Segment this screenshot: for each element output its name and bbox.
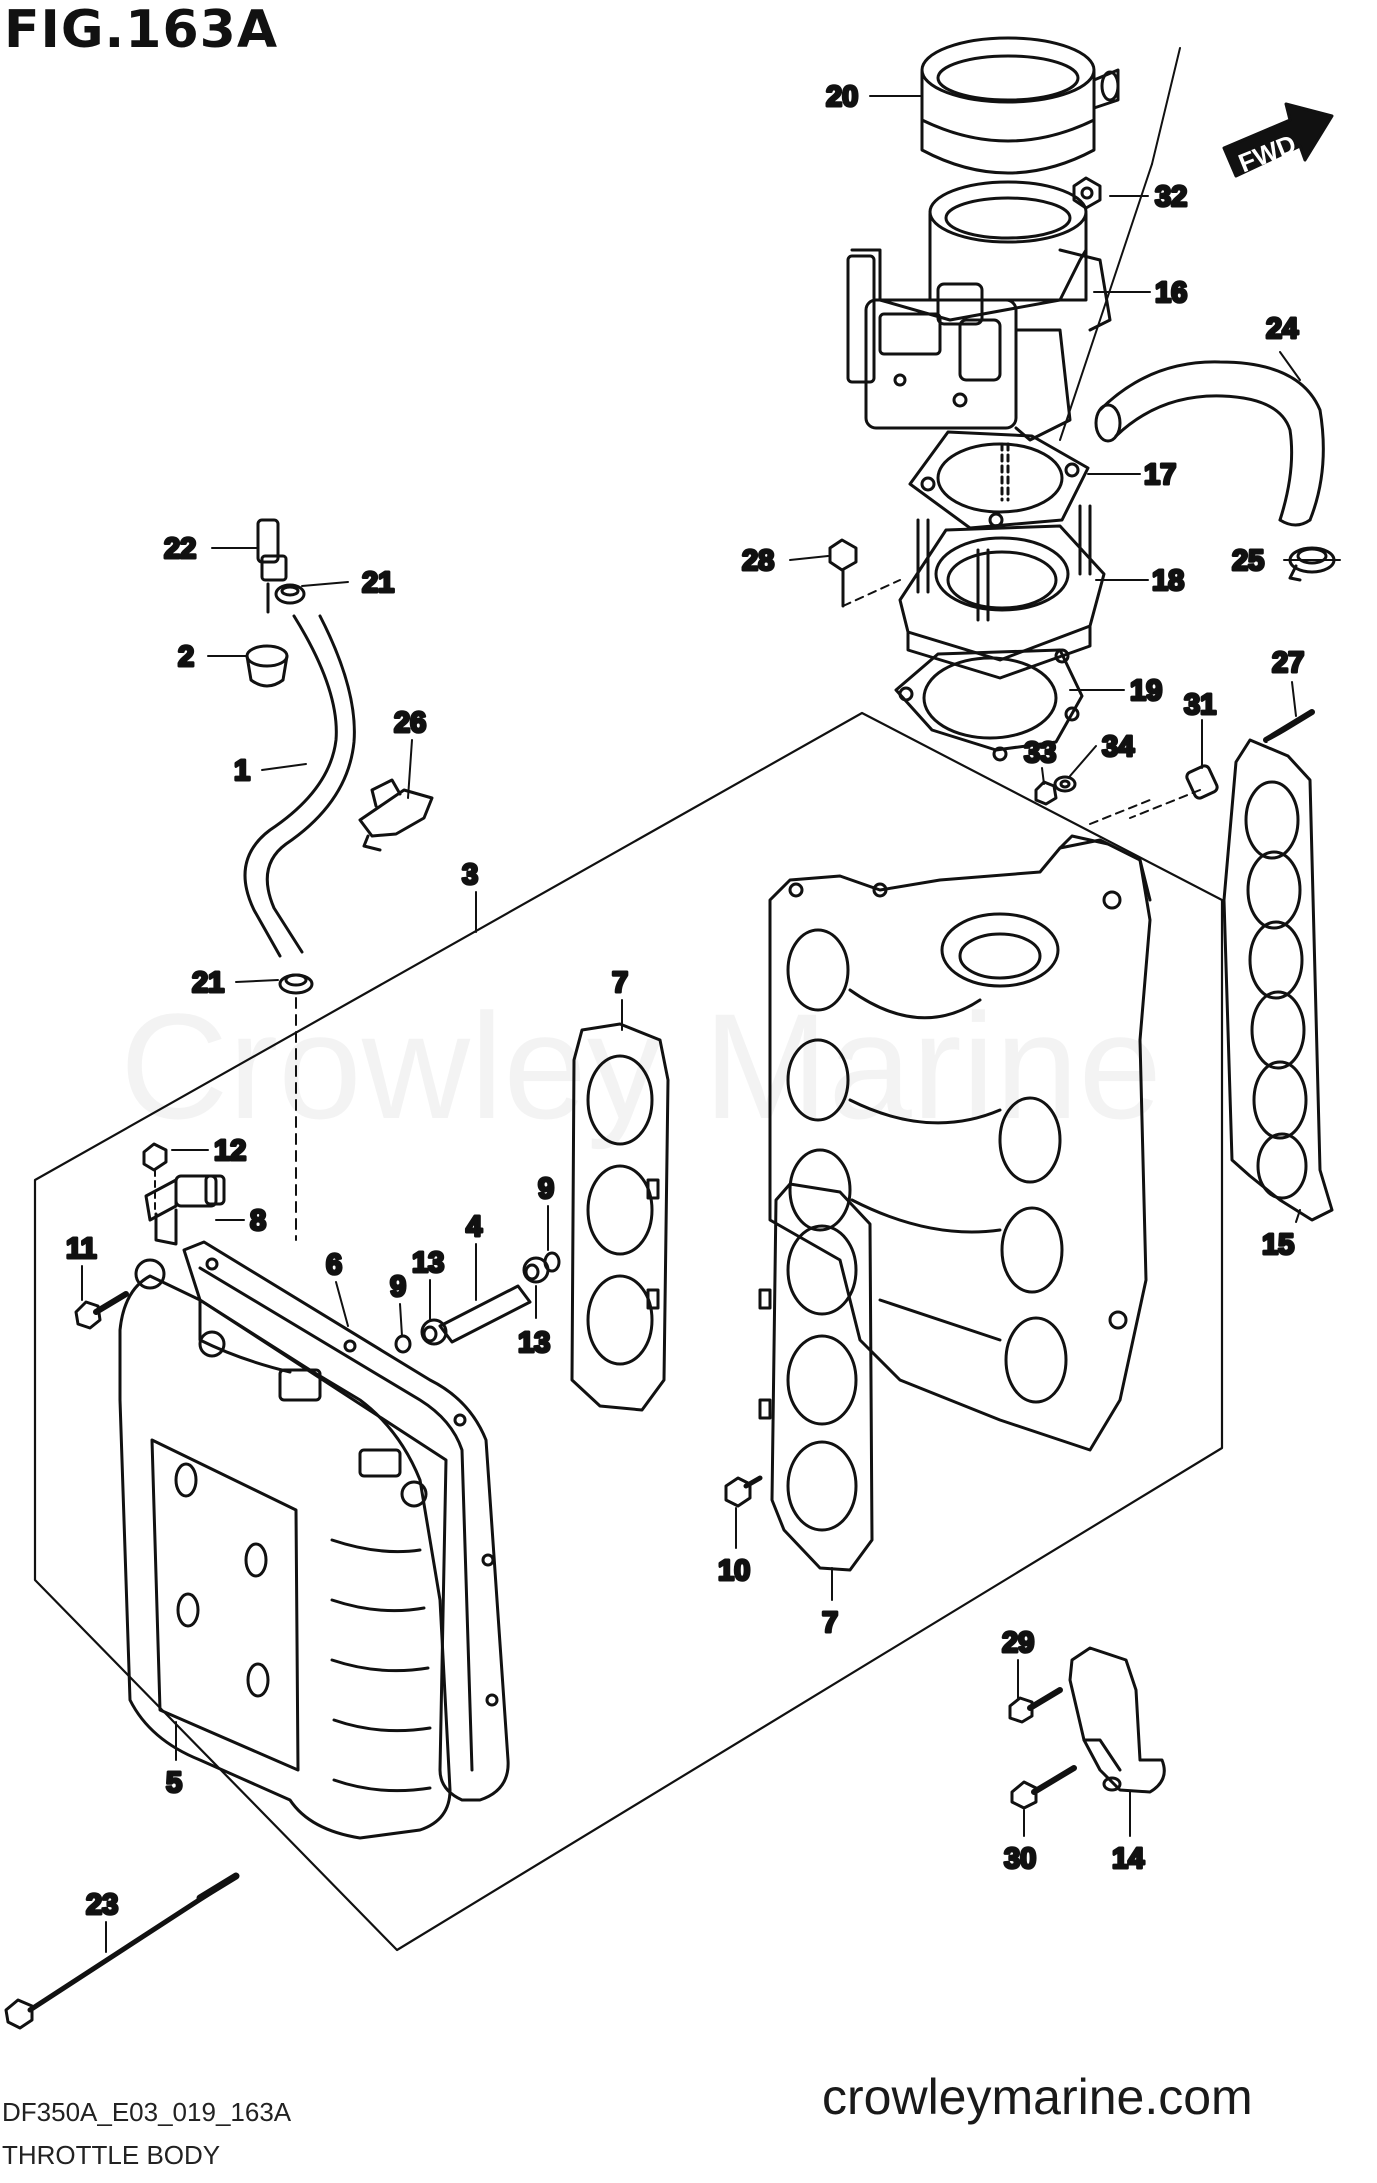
callout-19: 19	[1130, 675, 1162, 707]
seal-13-left	[420, 1318, 448, 1346]
callout-13-right: 13	[518, 1327, 550, 1359]
callout-2: 2	[178, 641, 194, 673]
assembly-outline	[33, 711, 1224, 1952]
callout-23: 23	[86, 1889, 118, 1921]
gasket-17	[908, 430, 1090, 530]
callout-28: 28	[742, 545, 774, 577]
hose-1	[243, 614, 356, 958]
callout-1: 1	[234, 755, 250, 787]
callout-8: 8	[250, 1205, 266, 1237]
callout-17: 17	[1144, 459, 1176, 491]
gasket-6	[182, 1240, 510, 1802]
callout-10: 10	[718, 1555, 750, 1587]
hose-24	[1094, 360, 1325, 527]
bolt-29	[1008, 1687, 1063, 1724]
seal-13-right	[522, 1256, 550, 1284]
clamp-25	[1288, 546, 1336, 582]
callout-34: 34	[1102, 731, 1134, 763]
sensor-8	[144, 1174, 226, 1246]
callout-16: 16	[1155, 277, 1187, 309]
long-bolt-23	[4, 1872, 240, 2030]
washer-34	[1053, 775, 1077, 793]
hose-clip-26	[358, 778, 434, 852]
gasket-7-center	[570, 1022, 670, 1412]
callout-11: 11	[66, 1233, 97, 1265]
oring-9-left	[394, 1334, 412, 1354]
callout-4: 4	[466, 1211, 482, 1243]
callout-9-left: 9	[390, 1271, 406, 1303]
plenum-cover-5	[118, 1258, 452, 1840]
callout-21-lower: 21	[192, 967, 224, 999]
callout-25: 25	[1232, 545, 1264, 577]
drawing-code: DF350A_E03_019_163A	[2, 2097, 292, 2127]
callout-6: 6	[326, 1249, 342, 1281]
bolt-28	[828, 538, 901, 608]
callout-20: 20	[826, 81, 858, 113]
callout-14: 14	[1112, 1843, 1144, 1875]
callout-29: 29	[1002, 1627, 1034, 1659]
callout-15: 15	[1262, 1229, 1294, 1261]
callout-33: 33	[1024, 737, 1056, 769]
callout-labels: 20 32 16 24 17 22 21 28 18 25 2 27 19 26…	[65, 80, 1306, 1923]
bolt-30	[1010, 1765, 1077, 1810]
nut-33	[1034, 780, 1058, 806]
bolt-11	[74, 1291, 129, 1330]
clamp-21-lower	[278, 973, 314, 1241]
callout-32: 32	[1155, 181, 1187, 213]
fwd-arrow-tag: FWD	[1222, 102, 1334, 178]
adapter-plate-18	[898, 442, 1106, 680]
website-footer: crowleymarine.com	[822, 2069, 1253, 2125]
nut-32	[1072, 176, 1102, 210]
callout-21-upper: 21	[362, 567, 394, 599]
callout-31: 31	[1184, 689, 1216, 721]
callout-13-left: 13	[412, 1247, 444, 1279]
fitting-22	[256, 518, 288, 614]
callout-22: 22	[164, 533, 196, 565]
callout-24: 24	[1266, 313, 1298, 345]
manifold-gasket-15	[1222, 738, 1334, 1222]
bolt-10	[724, 1475, 763, 1508]
pipe-4	[438, 1284, 532, 1344]
callout-3: 3	[462, 859, 478, 891]
callout-5: 5	[166, 1767, 182, 1799]
grommet-2	[245, 644, 289, 688]
callout-26: 26	[394, 707, 426, 739]
gasket-19	[894, 648, 1084, 762]
intake-manifold	[768, 799, 1152, 1452]
callout-18: 18	[1152, 565, 1184, 597]
intake-elbow-20	[920, 36, 1120, 175]
gasket-7-front	[758, 1182, 874, 1572]
throttle-body-16	[846, 180, 1112, 442]
dowel-31	[1129, 764, 1219, 819]
callout-30: 30	[1004, 1843, 1036, 1875]
leader-lines	[81, 47, 1341, 1953]
callout-27: 27	[1272, 647, 1304, 679]
stud-27	[1263, 709, 1315, 743]
callout-9-right: 9	[538, 1173, 554, 1205]
callout-7-front: 7	[822, 1607, 838, 1639]
callout-7-center: 7	[612, 967, 628, 999]
bracket-14	[1068, 1646, 1166, 1794]
callout-12: 12	[214, 1135, 246, 1167]
clamp-21-upper	[274, 583, 306, 605]
screw-12	[142, 1142, 168, 1211]
figure-caption: THROTTLE BODY	[2, 2140, 221, 2170]
figure-title: FIG.163A	[4, 0, 279, 60]
